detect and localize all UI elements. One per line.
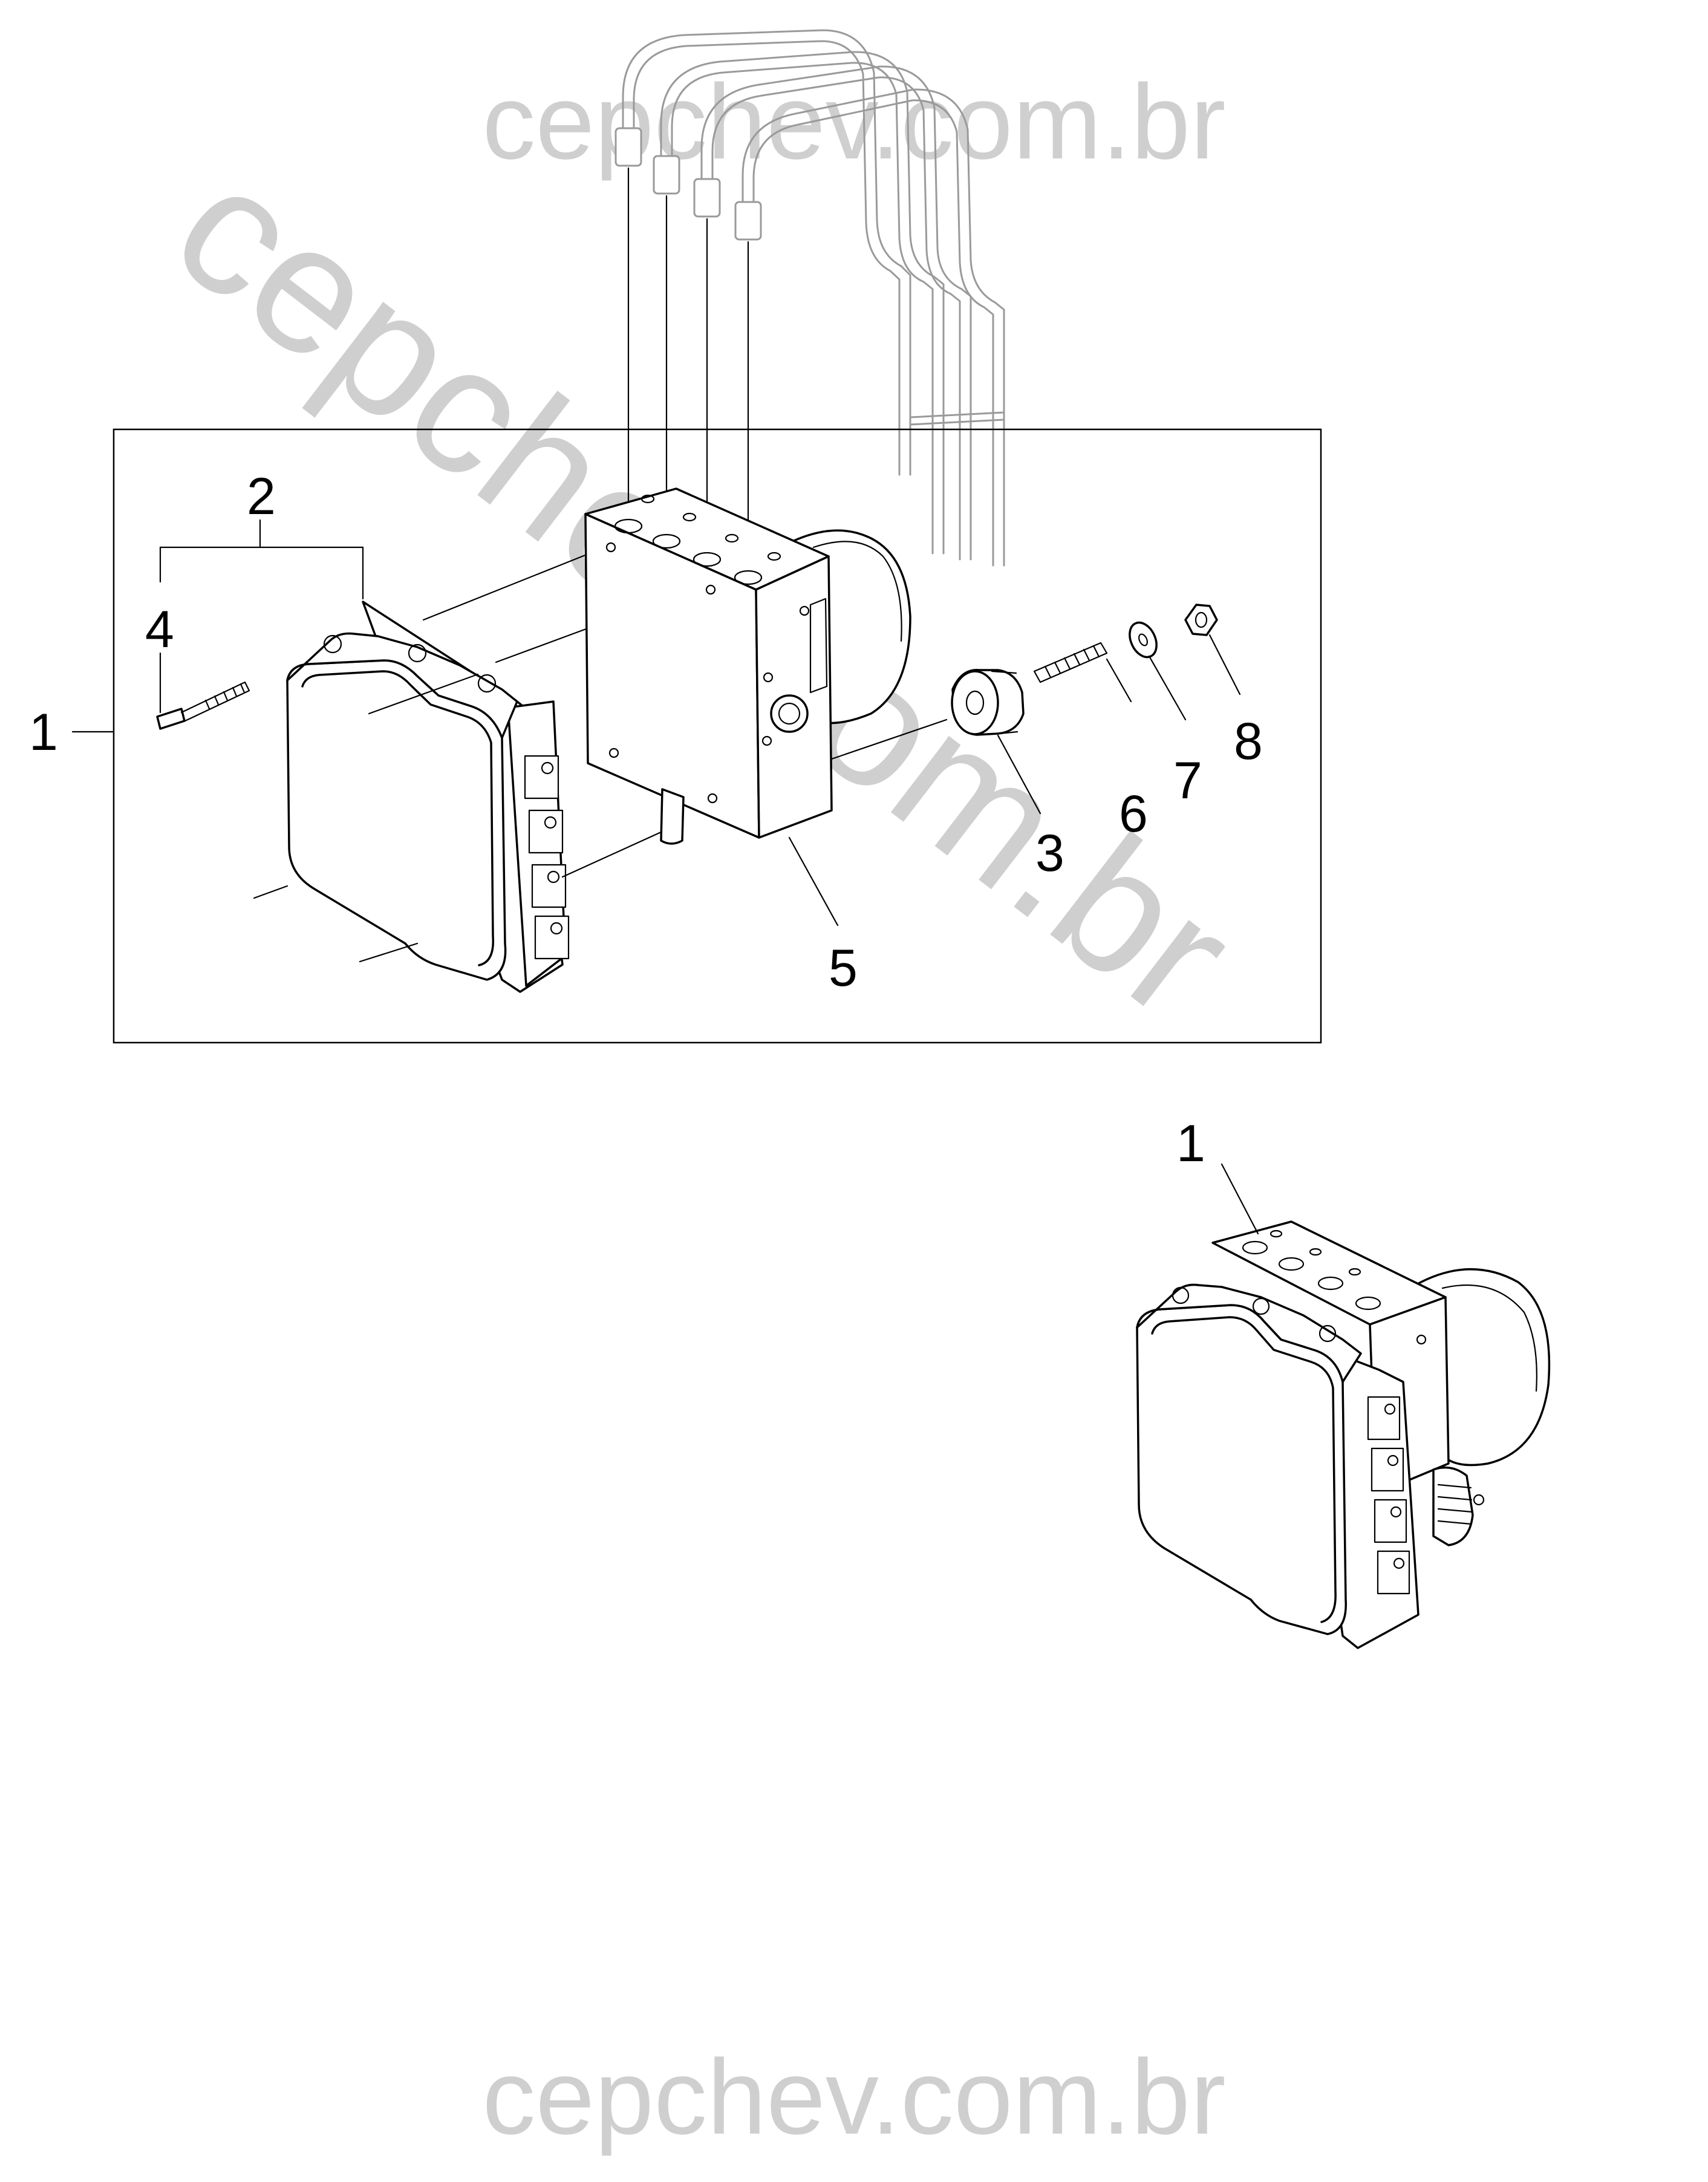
washer-icon [1129,621,1187,721]
callout-4: 4 [145,601,174,659]
callout-5: 5 [829,939,858,997]
callout-7: 7 [1173,752,1202,810]
watermark-top: cepchev.com.br [482,63,1225,181]
watermark-bottom: cepchev.com.br [482,2038,1225,2157]
callout-3: 3 [1035,824,1064,882]
callout-1: 1 [29,703,58,761]
nut-icon [1184,604,1241,695]
exploded-view-frame [112,428,1322,1044]
assembled-abs-unit-icon [1136,1163,1551,1649]
stud-icon [1033,642,1132,703]
callout-1-assembled: 1 [1176,1115,1205,1173]
callout-8: 8 [1234,712,1263,770]
brake-pipe-icon [614,29,1005,567]
callout-2: 2 [247,467,276,526]
grommet-icon [951,669,1041,815]
callout-leaders [71,519,364,733]
ecu-module-icon [253,552,694,993]
hydraulic-block-icon [584,487,948,927]
callout-6: 6 [1119,785,1148,843]
bolt-icon [156,681,250,730]
